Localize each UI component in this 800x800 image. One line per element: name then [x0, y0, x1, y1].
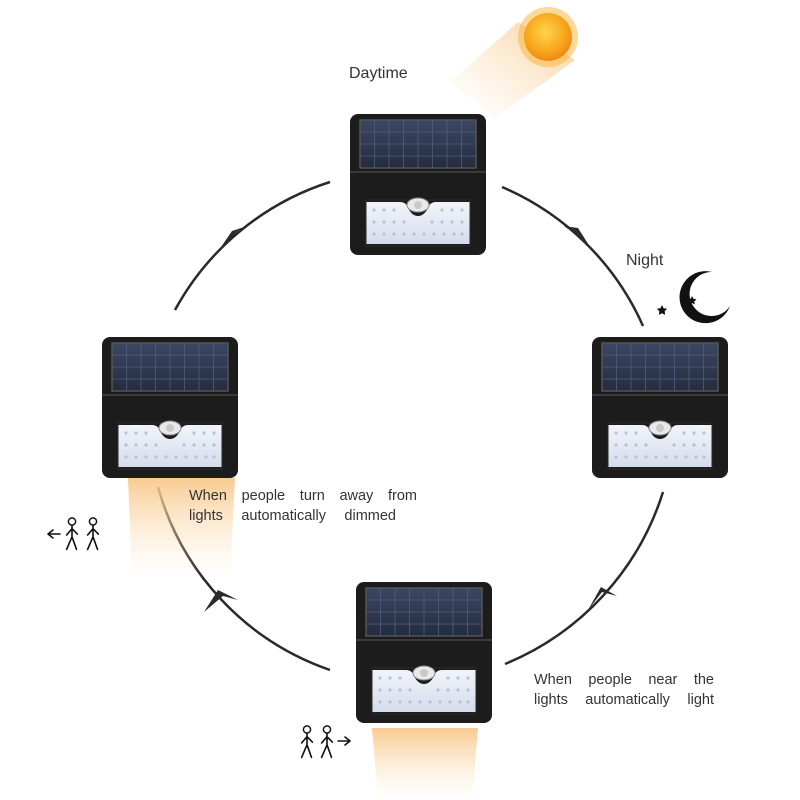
light-caption-line2: lights automatically light: [534, 692, 714, 708]
people-walking-away-icon: [47, 517, 100, 551]
star-icon: [656, 305, 668, 315]
cycle-arrow-bottom-left: [204, 590, 238, 612]
dimmed-caption-line2: lights automatically dimmed: [189, 508, 396, 524]
dimmed-caption-line1: When people turn away from: [189, 488, 417, 504]
cycle-arrow-right: [588, 587, 617, 610]
light-caption-line1: When people near the: [534, 672, 714, 688]
cycle-arc-left: [173, 180, 331, 311]
light-glow-left: [128, 478, 235, 578]
solar-lamp-dimmed: [101, 336, 239, 479]
star-icon: [687, 296, 697, 305]
dimmed-caption: When people turn away from lights automa…: [189, 486, 417, 526]
night-label: Night: [626, 252, 664, 269]
people-walking-toward-icon: [300, 725, 351, 759]
cycle-arrow-top-right: [564, 226, 592, 250]
daytime-label: Daytime: [349, 65, 408, 82]
moon-icon: [679, 271, 730, 324]
cycle-arc-right: [504, 491, 665, 666]
light-caption: When people near the lights automaticall…: [534, 670, 714, 710]
cycle-arc-top-right: [501, 185, 645, 327]
solar-lamp-daytime: [349, 113, 487, 256]
sun-icon: [518, 7, 578, 67]
light-glow-bottom: [372, 728, 478, 800]
solar-lamp-night: [591, 336, 729, 479]
solar-lamp-lit: [355, 581, 493, 724]
cycle-arrow-left: [219, 226, 247, 250]
